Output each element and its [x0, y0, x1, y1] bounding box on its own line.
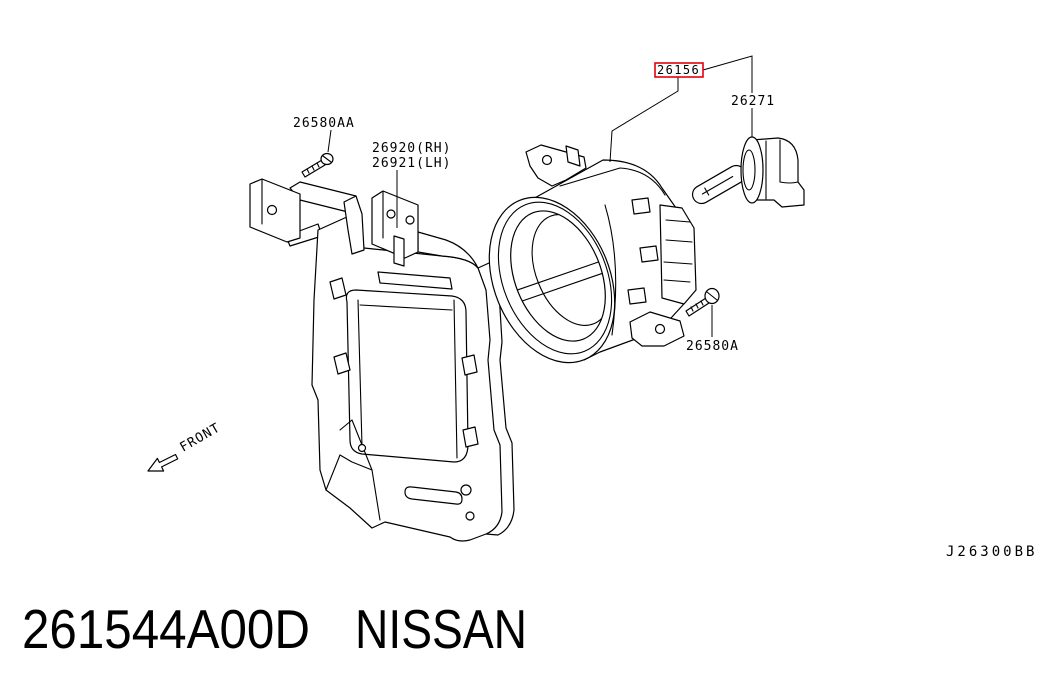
bracket-leg: [343, 195, 365, 255]
leader-line-26156-lamp: [609, 77, 679, 163]
mounting-hole: [654, 323, 666, 335]
screw-thread: [690, 300, 704, 312]
brand-name: NISSAN: [355, 598, 527, 660]
fog-lamp-bulb: [691, 136, 805, 208]
screw-head-drive: [706, 291, 718, 301]
bulb-collar: [742, 149, 756, 191]
highlight-box: [654, 62, 704, 78]
lamp-housing-contour: [559, 167, 666, 336]
mounting-hole: [405, 215, 415, 225]
callout-26580a: 26580A: [686, 339, 739, 354]
bracket-boss-lower-right: [462, 426, 479, 448]
lamp-bulb-socket: [659, 204, 697, 305]
lamp-socket-ribs: [663, 219, 693, 283]
callout-26580aa: 26580AA: [293, 116, 355, 131]
mounting-hole: [386, 209, 396, 219]
bracket-boss-mid-left: [333, 352, 351, 375]
bracket-boss-upper-left: [329, 277, 347, 300]
screw-26580a: [685, 287, 720, 317]
bracket-center-opening: [345, 289, 469, 463]
lamp-lock-tab: [631, 197, 651, 215]
screw-thread: [306, 162, 320, 174]
mounting-bracket: [249, 178, 515, 542]
mounting-hole: [460, 484, 472, 496]
bracket-lower-slot: [404, 486, 463, 505]
arrow-down-left-icon: [147, 453, 179, 472]
callout-26920-rh: 26920(RH): [372, 141, 451, 156]
bracket-tab-slot: [393, 235, 405, 267]
lamp-lock-tab: [627, 287, 647, 305]
lamp-ring-inner-edge: [497, 201, 613, 355]
callout-26156: 26156: [657, 63, 700, 77]
bracket-upper-band: [417, 231, 479, 269]
lamp-lock-tab: [639, 245, 659, 263]
bracket-opening-depth: [357, 299, 458, 459]
lamp-top-tab-upright: [565, 145, 581, 167]
callout-26271: 26271: [731, 94, 775, 109]
diagram-code: J26300BB: [946, 544, 1037, 560]
mounting-hole: [541, 154, 553, 166]
bulb-base: [751, 137, 805, 208]
leader-line-26156-bulb: [702, 55, 753, 93]
mounting-hole: [357, 443, 367, 453]
bracket-upper-slot: [377, 271, 453, 290]
bulb-flange: [740, 136, 764, 204]
screw-head-drive: [322, 155, 332, 163]
leader-lines: [327, 55, 753, 337]
mounting-hole: [465, 511, 475, 521]
bulb-filament: [701, 175, 734, 196]
leader-line-26580aa: [327, 129, 332, 153]
fog-lamp-assembly: [488, 144, 697, 364]
screw-26580aa: [301, 152, 334, 178]
mounting-hole: [266, 204, 278, 216]
part-number: 261544A00D: [22, 598, 310, 660]
callout-26921-lh: 26921(LH): [372, 156, 451, 171]
bulb-base-ribs: [765, 139, 799, 200]
bracket-boss-mid-right: [461, 354, 478, 376]
